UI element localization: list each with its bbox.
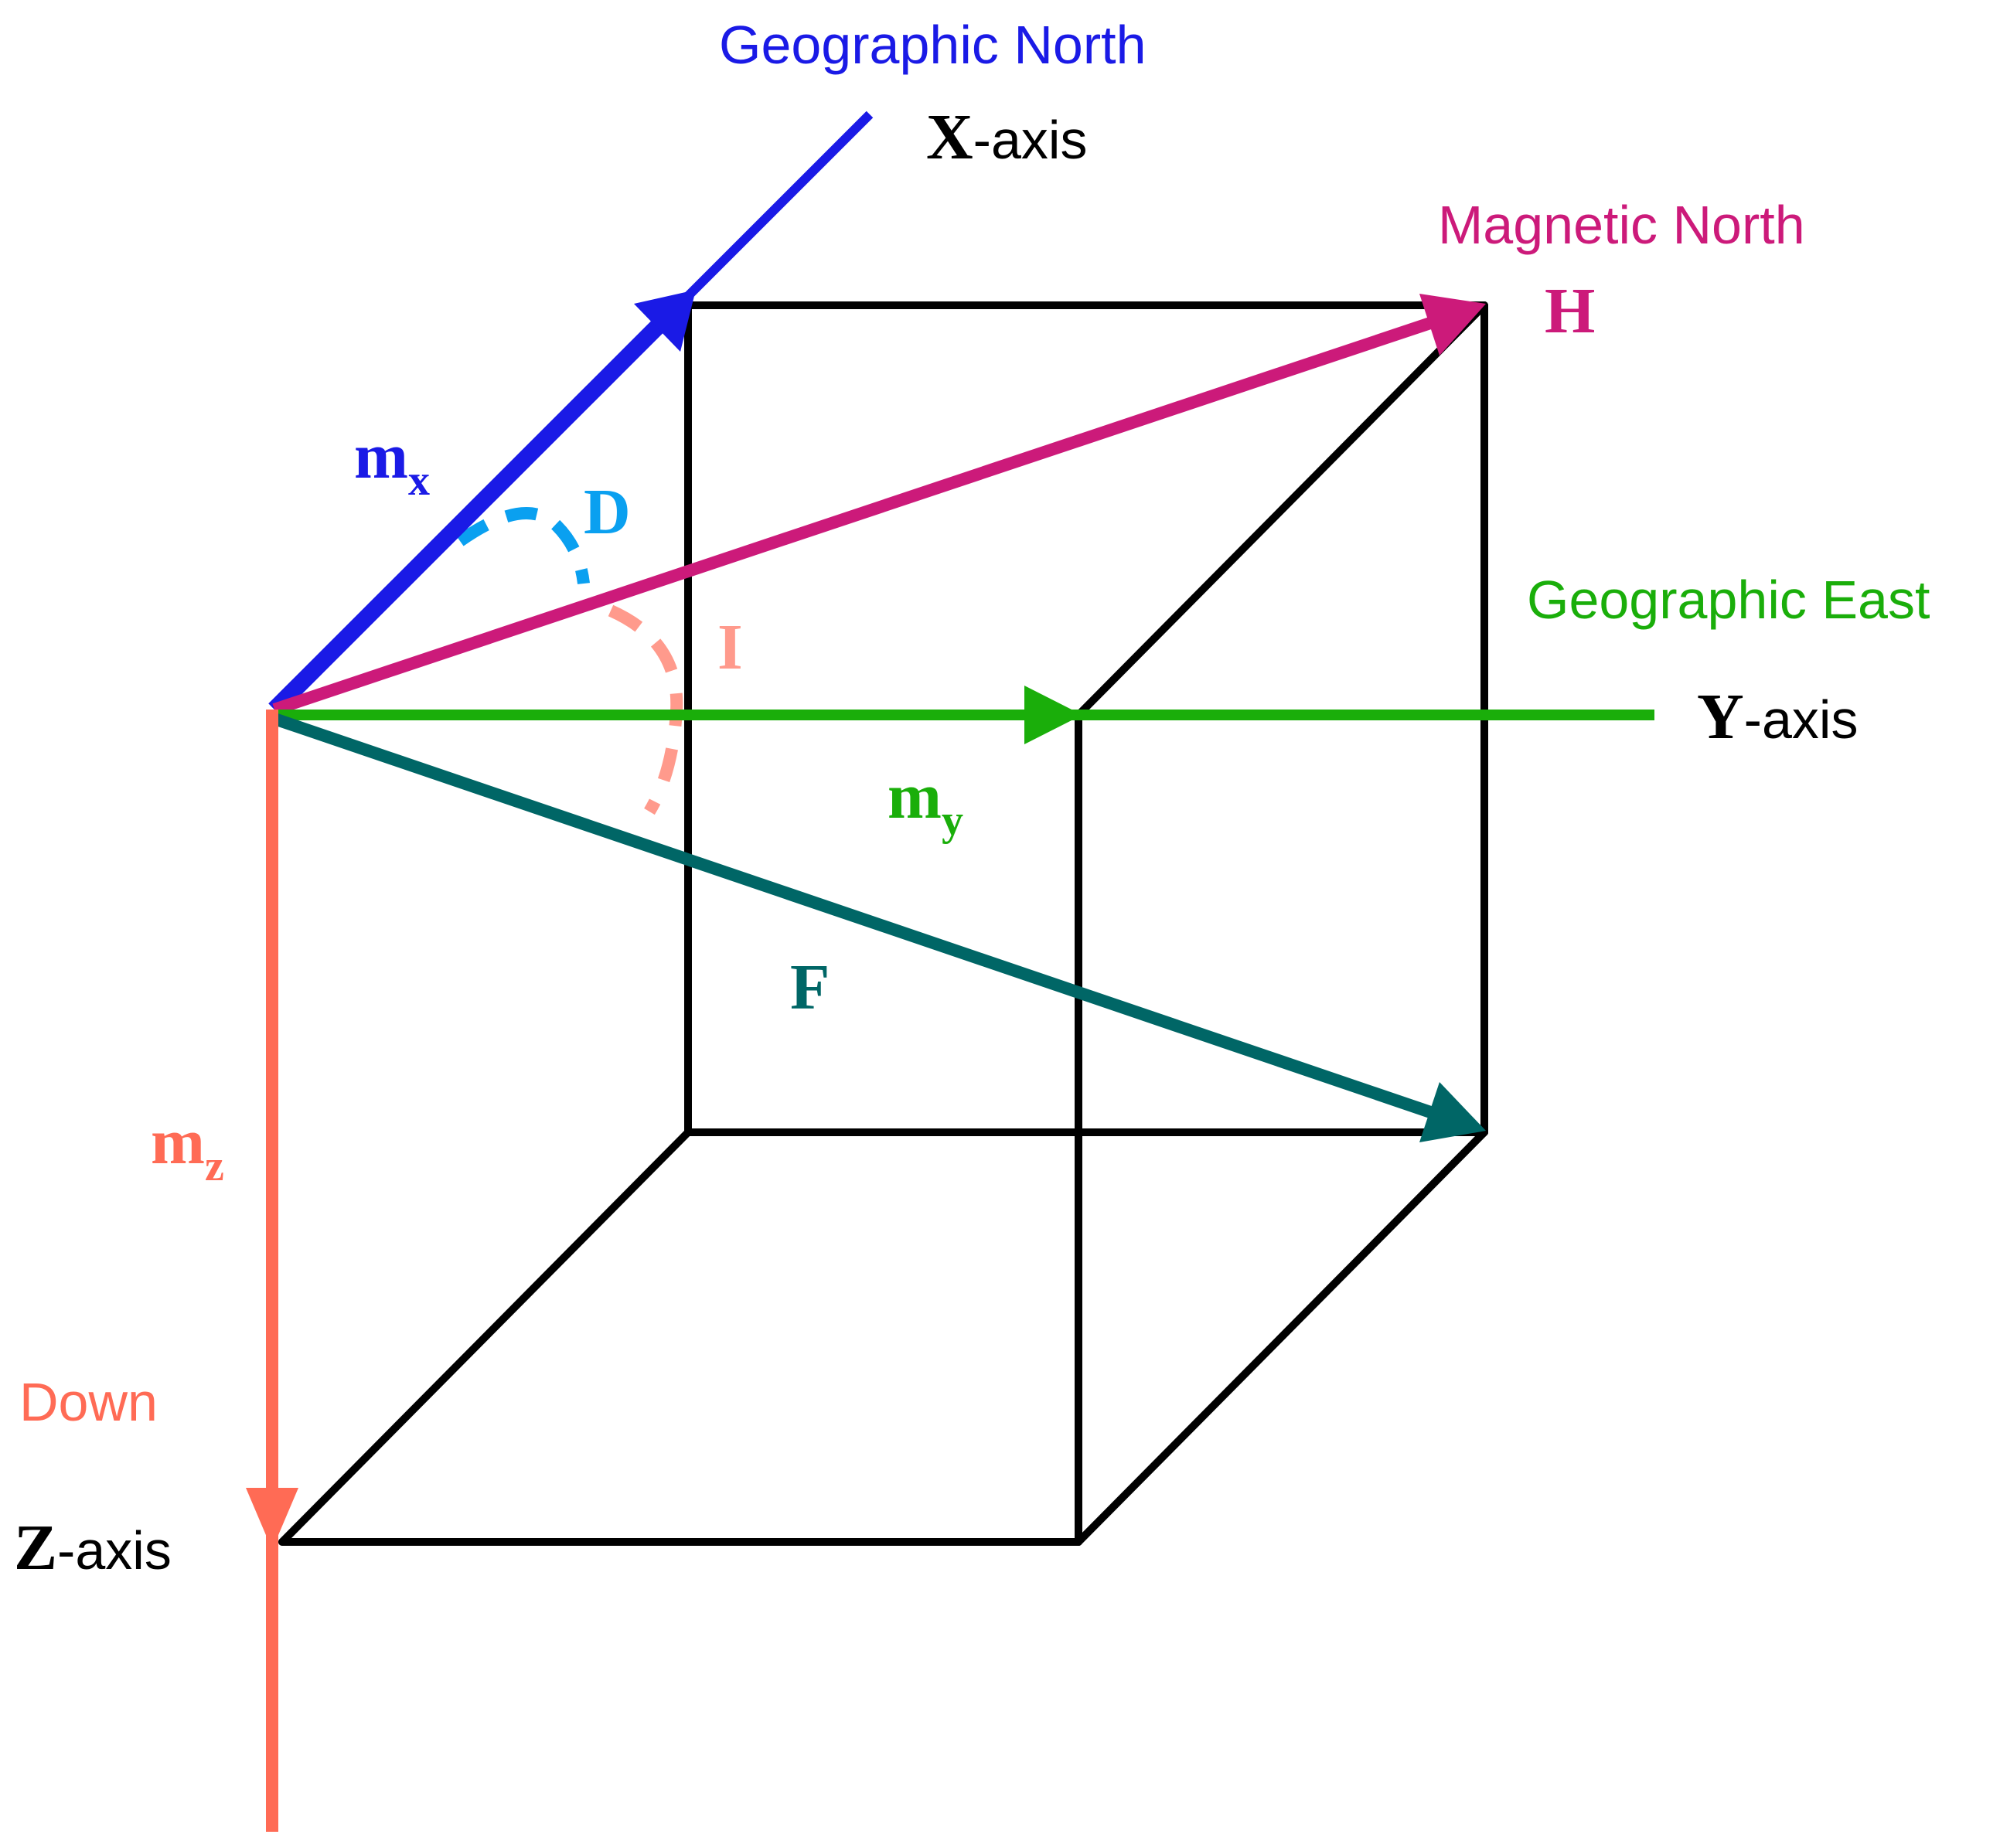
cube-edge bbox=[1075, 301, 1488, 719]
down-label: Down bbox=[19, 1372, 158, 1432]
f-vector bbox=[272, 713, 1486, 1142]
z-axis-label: Z-axis bbox=[14, 1512, 172, 1584]
my-arrowhead bbox=[1024, 686, 1082, 744]
cube-wireframe bbox=[278, 301, 1488, 1546]
h-arrowhead bbox=[1419, 294, 1486, 356]
magnetic-north-label: Magnetic North bbox=[1438, 195, 1805, 255]
geographic-north-label: Geographic North bbox=[719, 15, 1147, 75]
declination-arc bbox=[456, 507, 590, 585]
mz-label: mz bbox=[151, 1106, 224, 1190]
f-arrowhead bbox=[1419, 1082, 1486, 1142]
inclination-label: I bbox=[717, 611, 743, 683]
y-axis-vector bbox=[274, 686, 1654, 744]
h-label: H bbox=[1545, 275, 1595, 347]
mx-arrowhead bbox=[634, 290, 696, 352]
z-axis-vector bbox=[246, 710, 298, 1832]
cube-edge bbox=[1075, 1128, 1488, 1546]
x-axis-label: X-axis bbox=[926, 101, 1087, 173]
my-label: my bbox=[888, 761, 963, 845]
declination-label: D bbox=[584, 476, 631, 548]
geographic-east-label: Geographic East bbox=[1527, 570, 1930, 630]
y-axis-label: Y-axis bbox=[1697, 681, 1858, 753]
f-label: F bbox=[790, 951, 830, 1023]
mz-arrowhead bbox=[246, 1488, 298, 1550]
h-vector bbox=[272, 294, 1486, 716]
cube-edge bbox=[278, 1128, 692, 1546]
mx-label: mx bbox=[354, 420, 430, 505]
x-axis-vector bbox=[268, 111, 874, 716]
